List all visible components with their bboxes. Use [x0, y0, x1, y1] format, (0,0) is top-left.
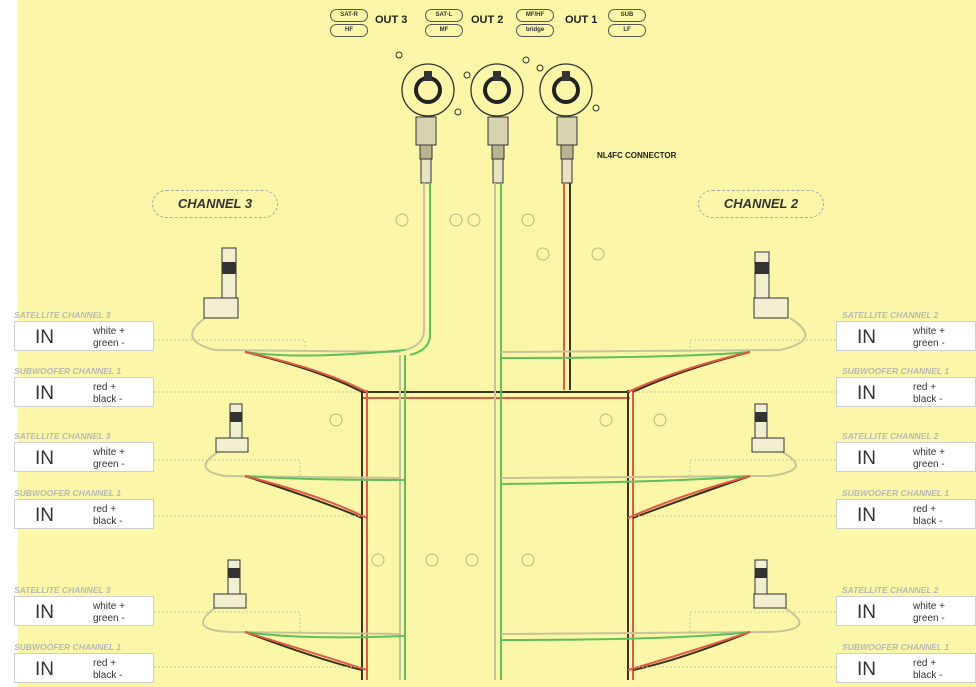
- pin-sub-top: SUB: [608, 9, 646, 22]
- in-label: IN: [35, 659, 54, 680]
- input-box: IN red + black -: [836, 499, 976, 529]
- plug-3: [556, 116, 578, 184]
- input-box: IN red + black -: [14, 653, 154, 683]
- input-box: IN red + black -: [14, 377, 154, 407]
- wire-minus: black -: [93, 394, 123, 405]
- wire-plus: red +: [93, 658, 117, 669]
- group-title: SATELLITE CHANNEL 2: [842, 585, 939, 595]
- polarity-markers: [329, 213, 667, 567]
- out3-label: OUT 3: [375, 14, 408, 26]
- in-label: IN: [857, 505, 876, 526]
- input-box: IN white + green -: [14, 596, 154, 626]
- wire-plus: white +: [913, 326, 945, 337]
- right-speaker-cables: [500, 317, 807, 671]
- group-title: SUBWOOFER CHANNEL 1: [842, 642, 950, 652]
- input-box: IN red + black -: [836, 653, 976, 683]
- wire-plus: white +: [913, 447, 945, 458]
- group-title: SUBWOOFER CHANNEL 1: [842, 488, 950, 498]
- wire-minus: black -: [913, 670, 943, 681]
- wire-plus: white +: [93, 601, 125, 612]
- wire-plus: white +: [93, 326, 125, 337]
- wire-plus: red +: [913, 382, 937, 393]
- in-label: IN: [35, 602, 54, 623]
- pin-sub-bottom: LF: [608, 24, 646, 37]
- out1-label: OUT 1: [565, 14, 598, 26]
- wire-plus: red +: [93, 382, 117, 393]
- pin-out2-top: SAT-L: [425, 9, 463, 22]
- input-box: IN white + green -: [836, 321, 976, 351]
- group-title: SATELLITE CHANNEL 2: [842, 431, 939, 441]
- pin-out1-bottom: bridge: [516, 24, 554, 37]
- socket-out3: [395, 51, 462, 117]
- pin-out3-bottom: HF: [330, 24, 368, 37]
- channel-left-label: CHANNEL 3: [152, 190, 278, 218]
- input-box: IN white + green -: [14, 321, 154, 351]
- input-box: IN white + green -: [836, 442, 976, 472]
- channel-right-label: CHANNEL 2: [698, 190, 824, 218]
- plug-1: [415, 116, 437, 184]
- plug-2: [487, 116, 509, 184]
- in-label: IN: [857, 448, 876, 469]
- wire-minus: black -: [93, 516, 123, 527]
- wire-minus: black -: [93, 670, 123, 681]
- left-speaker-3: [213, 559, 247, 609]
- right-speaker-2: [751, 403, 785, 453]
- input-box: IN white + green -: [14, 442, 154, 472]
- wire-minus: green -: [93, 338, 125, 349]
- socket-out1: [536, 63, 600, 117]
- input-box: IN white + green -: [836, 596, 976, 626]
- group-title: SATELLITE CHANNEL 3: [14, 310, 111, 320]
- right-speaker-3: [753, 559, 787, 609]
- wire-plus: white +: [93, 447, 125, 458]
- in-label: IN: [857, 327, 876, 348]
- group-title: SATELLITE CHANNEL 3: [14, 585, 111, 595]
- socket-out2: [463, 56, 530, 117]
- wire-minus: green -: [913, 613, 945, 624]
- wire-minus: green -: [913, 338, 945, 349]
- in-label: IN: [35, 327, 54, 348]
- group-title: SATELLITE CHANNEL 3: [14, 431, 111, 441]
- input-box: IN red + black -: [14, 499, 154, 529]
- left-speaker-1: [203, 247, 239, 319]
- right-speaker-1: [753, 251, 789, 319]
- group-title: SUBWOOFER CHANNEL 1: [842, 366, 950, 376]
- trunk-cables: [404, 183, 571, 390]
- pin-out3-top: SAT-R: [330, 9, 368, 22]
- in-label: IN: [857, 383, 876, 404]
- wire-minus: green -: [913, 459, 945, 470]
- wire-minus: black -: [913, 394, 943, 405]
- out2-label: OUT 2: [471, 14, 504, 26]
- group-title: SUBWOOFER CHANNEL 1: [14, 488, 122, 498]
- pin-out2-bottom: MF: [425, 24, 463, 37]
- left-speaker-cables: [191, 317, 406, 671]
- wire-plus: red +: [913, 658, 937, 669]
- leader-lines: [154, 339, 840, 668]
- in-label: IN: [857, 602, 876, 623]
- wire-plus: white +: [913, 601, 945, 612]
- wire-plus: red +: [913, 504, 937, 515]
- input-box: IN red + black -: [836, 377, 976, 407]
- group-title: SUBWOOFER CHANNEL 1: [14, 366, 122, 376]
- in-label: IN: [857, 659, 876, 680]
- connector-label: NL4FC CONNECTOR: [597, 151, 677, 160]
- group-title: SUBWOOFER CHANNEL 1: [14, 642, 122, 652]
- left-speaker-2: [215, 403, 249, 453]
- group-title: SATELLITE CHANNEL 2: [842, 310, 939, 320]
- pin-out1-top: MF/HF: [516, 9, 554, 22]
- wire-minus: green -: [93, 459, 125, 470]
- vertical-trunks: [361, 345, 634, 680]
- wire-minus: green -: [93, 613, 125, 624]
- in-label: IN: [35, 505, 54, 526]
- in-label: IN: [35, 383, 54, 404]
- in-label: IN: [35, 448, 54, 469]
- wire-plus: red +: [93, 504, 117, 515]
- wire-minus: black -: [913, 516, 943, 527]
